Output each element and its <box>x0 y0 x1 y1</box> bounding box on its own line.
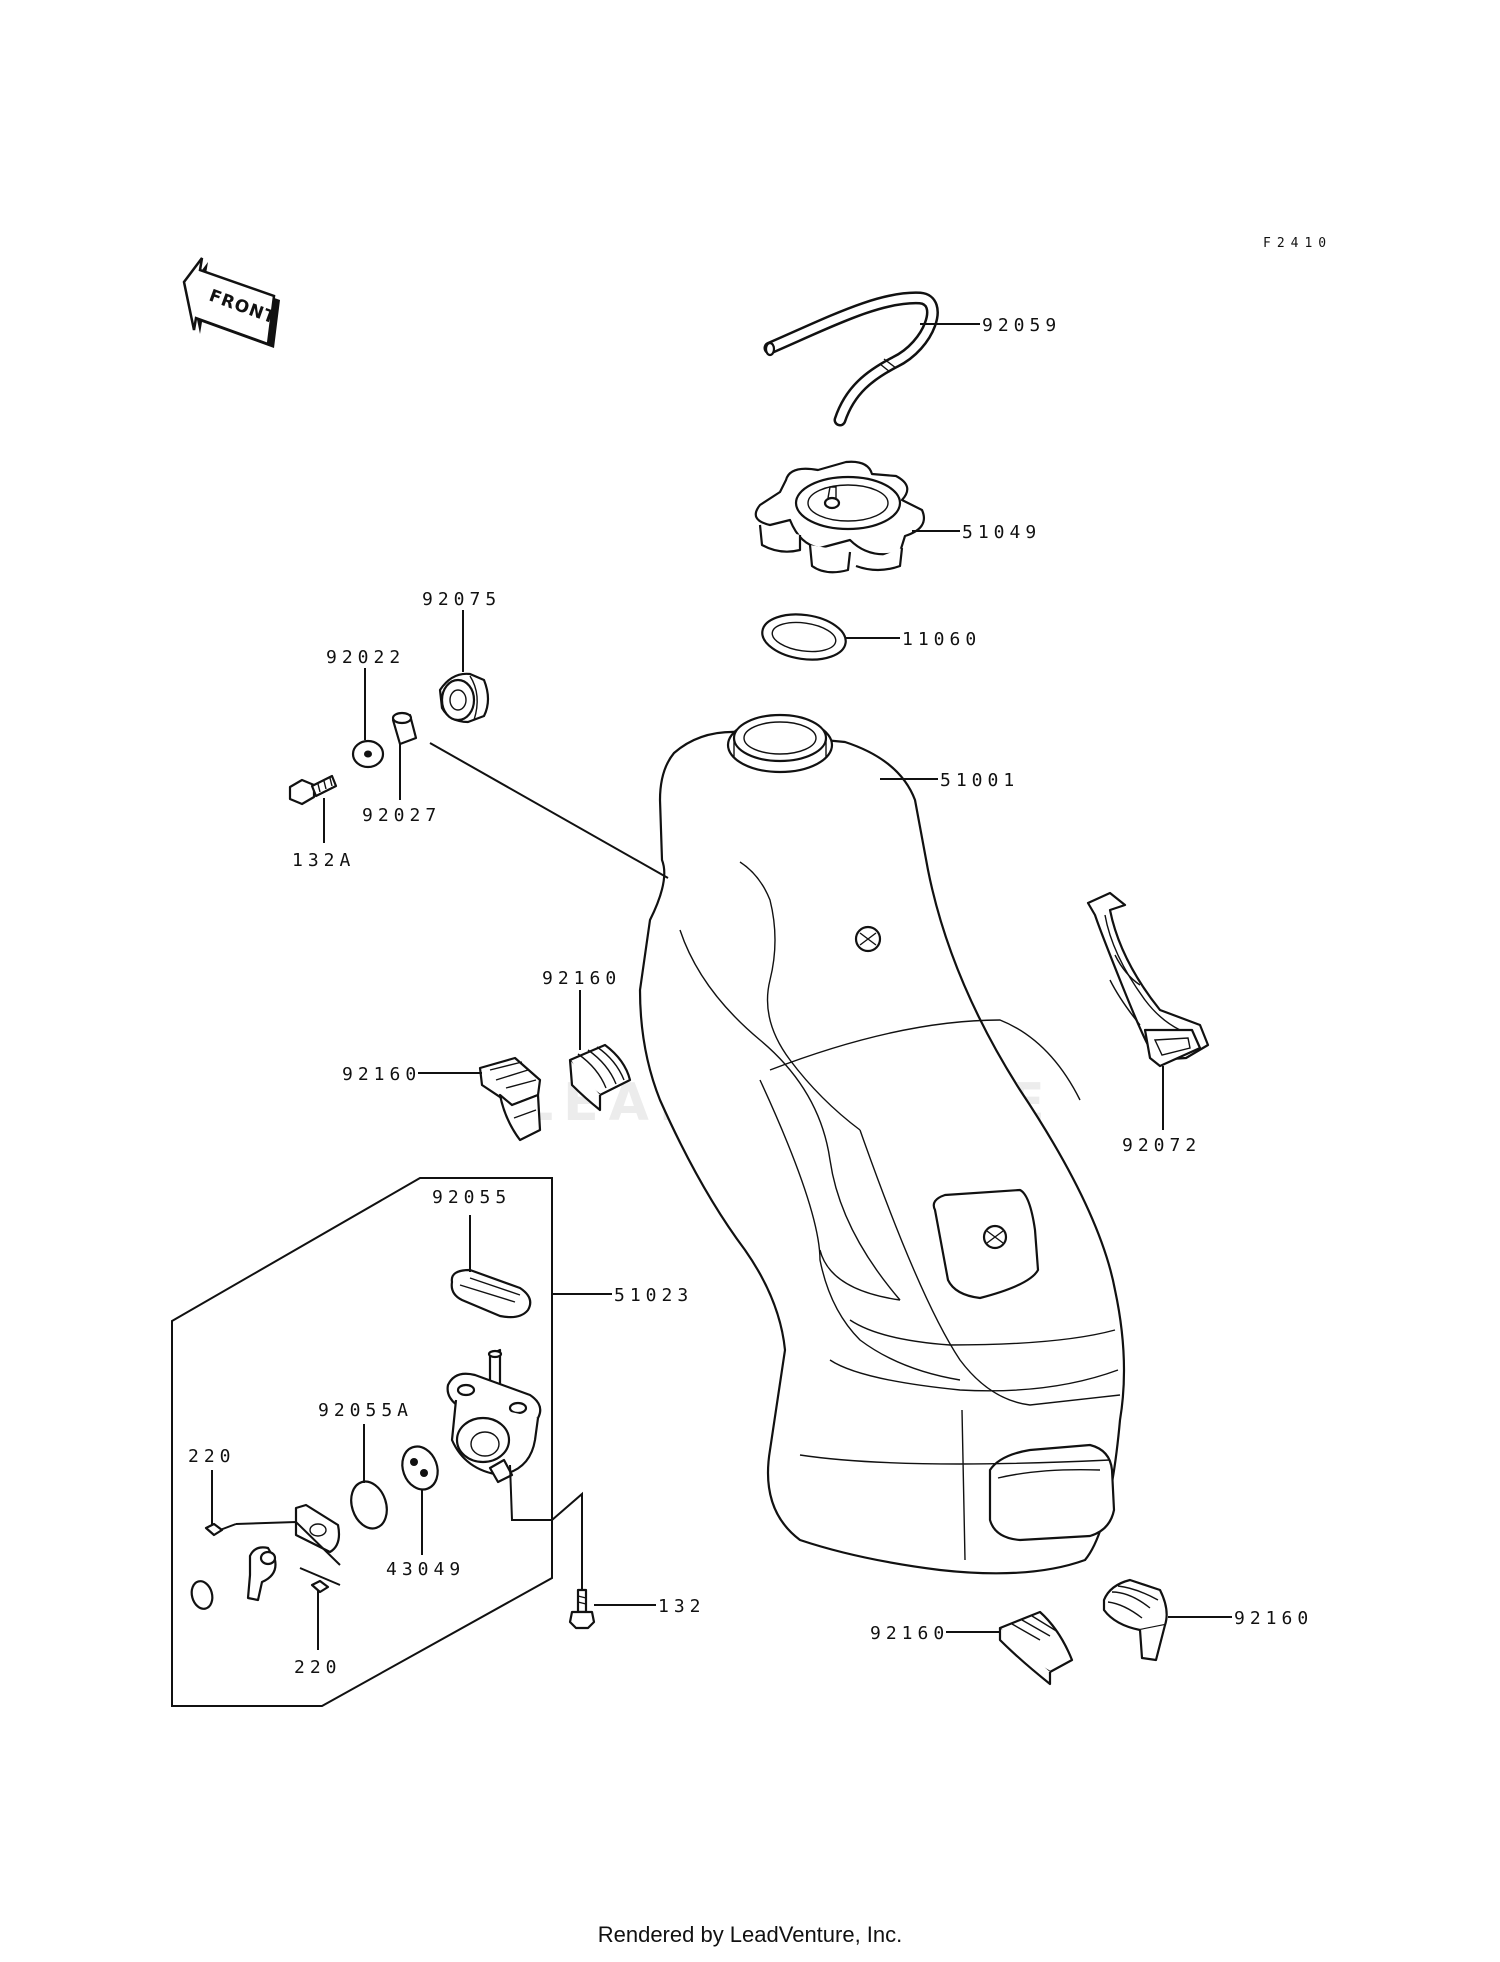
grommet-92075 <box>438 610 490 724</box>
callout-92160-a: 92160 <box>542 968 621 989</box>
callout-92160-b: 92160 <box>342 1064 421 1085</box>
o-ring-92055a <box>350 1424 388 1530</box>
cushion-92160-left <box>418 1056 542 1142</box>
cushion-92160-upper <box>568 990 632 1112</box>
callout-11060: 11060 <box>902 629 981 650</box>
callout-92059: 92059 <box>982 315 1061 336</box>
collar-92027 <box>391 711 418 800</box>
strap-92072 <box>1086 891 1210 1130</box>
callout-92160-c: 92160 <box>870 1623 949 1644</box>
mount-leader-line <box>429 742 669 879</box>
cap-gasket-11060 <box>761 613 900 661</box>
figure-code: F2410 <box>1263 236 1332 251</box>
callout-92075: 92075 <box>422 589 501 610</box>
callout-51023: 51023 <box>614 1285 693 1306</box>
cushion-92160-bottom-right <box>1102 1578 1232 1662</box>
fuel-cock-assembly-51023 <box>171 1177 612 1707</box>
callout-92055a: 92055A <box>318 1400 413 1421</box>
callout-132a: 132A <box>292 850 355 871</box>
callout-92027: 92027 <box>362 805 441 826</box>
callout-92055: 92055 <box>432 1187 511 1208</box>
callout-220-b: 220 <box>294 1657 342 1678</box>
fuel-cap-51049 <box>754 460 960 574</box>
screw-220-upper <box>204 1470 341 1566</box>
washer-92022 <box>351 668 385 769</box>
small-o-ring <box>190 1580 214 1610</box>
lever <box>246 1546 277 1602</box>
callout-92022: 92022 <box>326 647 405 668</box>
callout-51049: 51049 <box>962 522 1041 543</box>
breather-hose-92059 <box>763 291 980 427</box>
fuel-tank-51001 <box>638 713 1126 1575</box>
filter-92055 <box>450 1215 532 1319</box>
callout-43049: 43049 <box>386 1559 465 1580</box>
callout-132: 132 <box>658 1596 706 1617</box>
gasket-43049 <box>401 1445 439 1555</box>
bolt-132 <box>568 1588 656 1630</box>
bolt-132a <box>288 774 338 843</box>
lever-plate <box>294 1503 341 1554</box>
callout-220-a: 220 <box>188 1446 236 1467</box>
front-arrow-icon: FRONT <box>182 257 280 348</box>
footer-credit: Rendered by LeadVenture, Inc. <box>597 1922 903 1947</box>
cushion-92160-bottom-middle <box>946 1610 1074 1686</box>
callout-51001: 51001 <box>940 770 1019 791</box>
callout-92072: 92072 <box>1122 1135 1201 1156</box>
callout-92160-d: 92160 <box>1234 1608 1313 1629</box>
screw-220-lower <box>299 1567 341 1650</box>
fuel-cock-body <box>446 1348 583 1600</box>
